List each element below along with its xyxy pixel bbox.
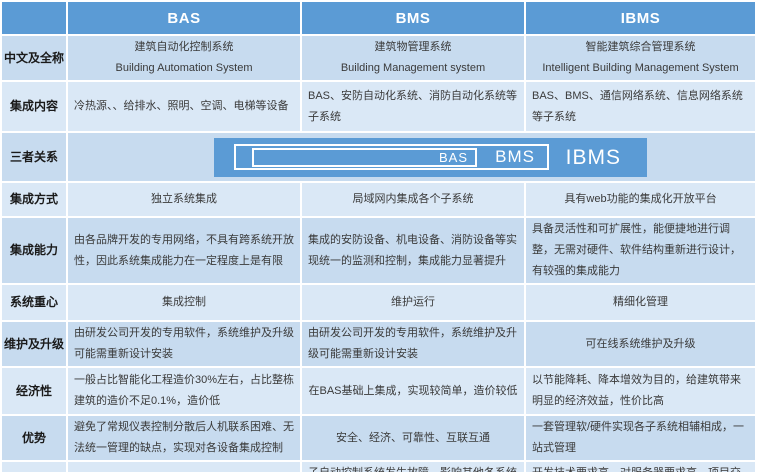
cell-system-focus-bas: 集成控制 xyxy=(68,285,300,320)
cell-integration-capability-ibms: 具备灵活性和可扩展性，能便捷地进行调整，无需对硬件、软件结构重新进行设计，有较强… xyxy=(526,218,755,283)
column-header-ibms: IBMS xyxy=(526,2,755,34)
full-name-ibms-en: Intelligent Building Management System xyxy=(542,62,739,74)
full-name-bms-en: Building Management system xyxy=(340,62,486,74)
row-maintenance-upgrade: 维护及升级 由研发公司开发的专用软件，系统维护及升级可能需重新设计安装 由研发公… xyxy=(2,322,755,366)
cell-integration-capability-bms: 集成的安防设备、机电设备、消防设备等实现统一的监测和控制，集成能力显著提升 xyxy=(302,218,524,283)
row-label-full-name: 中文及全称 xyxy=(2,36,66,80)
cell-integration-content-bms: BAS、安防自动化系统、消防自动化系统等子系统 xyxy=(302,82,524,131)
row-label-maintenance-upgrade: 维护及升级 xyxy=(2,322,66,366)
column-header-bms: BMS xyxy=(302,2,524,34)
diagram-ibms-label: IBMS xyxy=(565,145,621,169)
diagram-bas-label: BAS xyxy=(438,149,468,165)
cell-integration-method-ibms: 具有web功能的集成化开放平台 xyxy=(526,183,755,216)
cell-maintenance-upgrade-bas: 由研发公司开发的专用软件，系统维护及升级可能需重新设计安装 xyxy=(68,322,300,366)
row-defects: 缺陷 无法集成建筑安全与消防基础系统 子自动控制系统发生故障，影响其他各系统的运… xyxy=(2,462,755,472)
header-row: BAS BMS IBMS xyxy=(2,2,755,34)
cell-economy-bms: 在BAS基础上集成，实现较简单，造价较低 xyxy=(302,368,524,414)
cell-integration-content-bas: 冷热源、、给排水、照明、空调、电梯等设备 xyxy=(68,82,300,131)
cell-integration-method-bas: 独立系统集成 xyxy=(68,183,300,216)
cell-defects-bas: 无法集成建筑安全与消防基础系统 xyxy=(68,462,300,472)
cell-full-name-bms: 建筑物管理系统 Building Management system xyxy=(302,36,524,80)
cell-full-name-bas: 建筑自动化控制系统 Building Automation System xyxy=(68,36,300,80)
nested-systems-diagram: IBMS BMS BAS xyxy=(214,137,647,177)
cell-system-focus-bms: 维护运行 xyxy=(302,285,524,320)
full-name-bas-cn: 建筑自动化控制系统 xyxy=(134,41,234,53)
row-relationship: 三者关系 IBMS BMS BAS xyxy=(2,133,755,181)
cell-full-name-ibms: 智能建筑综合管理系统 Intelligent Building Manageme… xyxy=(526,36,755,80)
diagram-bms-box: BMS xyxy=(234,143,549,170)
cell-system-focus-ibms: 精细化管理 xyxy=(526,285,755,320)
cell-maintenance-upgrade-bms: 由研发公司开发的专用软件，系统维护及升级可能需重新设计安装 xyxy=(302,322,524,366)
row-label-relationship: 三者关系 xyxy=(2,133,66,181)
row-integration-content: 集成内容 冷热源、、给排水、照明、空调、电梯等设备 BAS、安防自动化系统、消防… xyxy=(2,82,755,131)
cell-maintenance-upgrade-ibms: 可在线系统维护及升级 xyxy=(526,322,755,366)
column-header-bas: BAS xyxy=(68,2,300,34)
full-name-bms-cn: 建筑物管理系统 xyxy=(374,41,452,53)
row-label-integration-content: 集成内容 xyxy=(2,82,66,131)
row-system-focus: 系统重心 集成控制 维护运行 精细化管理 xyxy=(2,285,755,320)
cell-advantages-bms: 安全、经济、可靠性、互联互通 xyxy=(302,416,524,460)
row-advantages: 优势 避免了常规仪表控制分散后人机联系困难、无法统一管理的缺点，实现对各设备集成… xyxy=(2,416,755,460)
cell-advantages-ibms: 一套管理软/硬件实现各子系统相辅相成，一站式管理 xyxy=(526,416,755,460)
cell-defects-bms: 子自动控制系统发生故障，影响其他各系统的运行 xyxy=(302,462,524,472)
row-label-integration-method: 集成方式 xyxy=(2,183,66,216)
cell-relationship-diagram: IBMS BMS BAS xyxy=(68,133,755,181)
row-label-economy: 经济性 xyxy=(2,368,66,414)
full-name-bas-en: Building Automation System xyxy=(115,62,253,74)
row-label-system-focus: 系统重心 xyxy=(2,285,66,320)
row-label-defects: 缺陷 xyxy=(2,462,66,472)
diagram-bms-label: BMS xyxy=(495,147,535,166)
header-corner-cell xyxy=(2,2,66,34)
cell-advantages-bas: 避免了常规仪表控制分散后人机联系困难、无法统一管理的缺点，实现对各设备集成控制 xyxy=(68,416,300,460)
row-label-integration-capability: 集成能力 xyxy=(2,218,66,283)
cell-integration-capability-bas: 由各品牌开发的专用网络，不具有跨系统开放性，因此系统集成能力在一定程度上是有限 xyxy=(68,218,300,283)
row-full-name: 中文及全称 建筑自动化控制系统 Building Automation Syst… xyxy=(2,36,755,80)
row-label-advantages: 优势 xyxy=(2,416,66,460)
cell-economy-ibms: 以节能降耗、降本增效为目的，给建筑带来明显的经济效益，性价比高 xyxy=(526,368,755,414)
row-integration-method: 集成方式 独立系统集成 局域网内集成各个子系统 具有web功能的集成化开放平台 xyxy=(2,183,755,216)
cell-integration-method-bms: 局域网内集成各个子系统 xyxy=(302,183,524,216)
cell-defects-ibms: 开发技术要求高，对服务器要求高，项目交付难度大 xyxy=(526,462,755,472)
row-economy: 经济性 一般占比智能化工程造价30%左右，占比整栋建筑的造价不足0.1%，造价低… xyxy=(2,368,755,414)
diagram-bas-box: BAS xyxy=(252,147,477,167)
cell-economy-bas: 一般占比智能化工程造价30%左右，占比整栋建筑的造价不足0.1%，造价低 xyxy=(68,368,300,414)
row-integration-capability: 集成能力 由各品牌开发的专用网络，不具有跨系统开放性，因此系统集成能力在一定程度… xyxy=(2,218,755,283)
cell-integration-content-ibms: BAS、BMS、通信网络系统、信息网络系统等子系统 xyxy=(526,82,755,131)
full-name-ibms-cn: 智能建筑综合管理系统 xyxy=(585,41,696,53)
